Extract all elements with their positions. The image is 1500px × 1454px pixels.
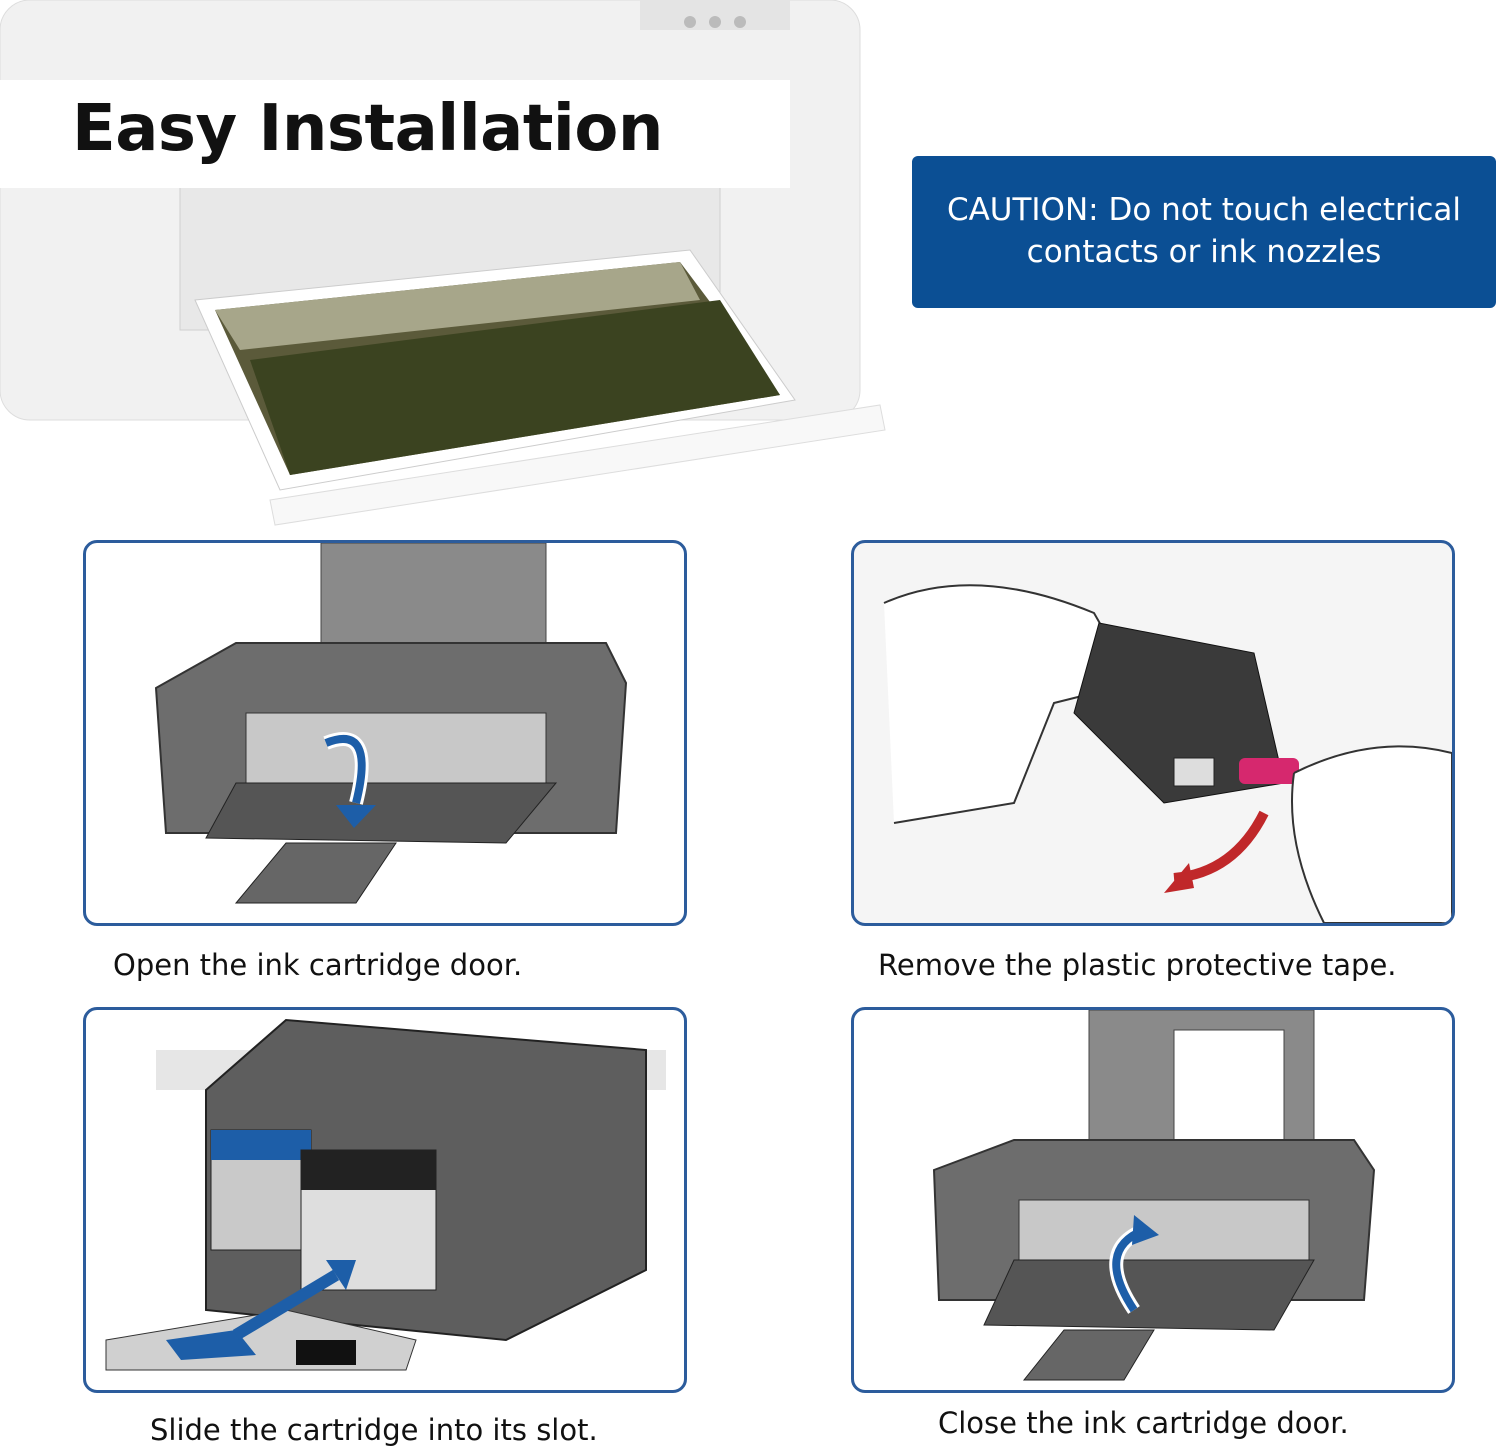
page-title: Easy Installation <box>72 92 663 166</box>
step-3-illustration <box>83 1007 687 1393</box>
caution-box: CAUTION: Do not touch electrical contact… <box>912 156 1496 308</box>
step-2-caption: Remove the plastic protective tape. <box>878 948 1397 982</box>
step-1-caption: Open the ink cartridge door. <box>113 948 523 982</box>
caution-line-1: CAUTION: Do not touch electrical <box>946 192 1462 229</box>
step-4-caption: Close the ink cartridge door. <box>938 1406 1349 1440</box>
title-banner <box>0 80 790 188</box>
step-4-illustration <box>851 1007 1455 1393</box>
caution-line-2: contacts or ink nozzles <box>1026 234 1382 270</box>
step-1-illustration <box>83 540 687 926</box>
step-2-illustration <box>851 540 1455 926</box>
step-3-caption: Slide the cartridge into its slot. <box>150 1413 598 1447</box>
